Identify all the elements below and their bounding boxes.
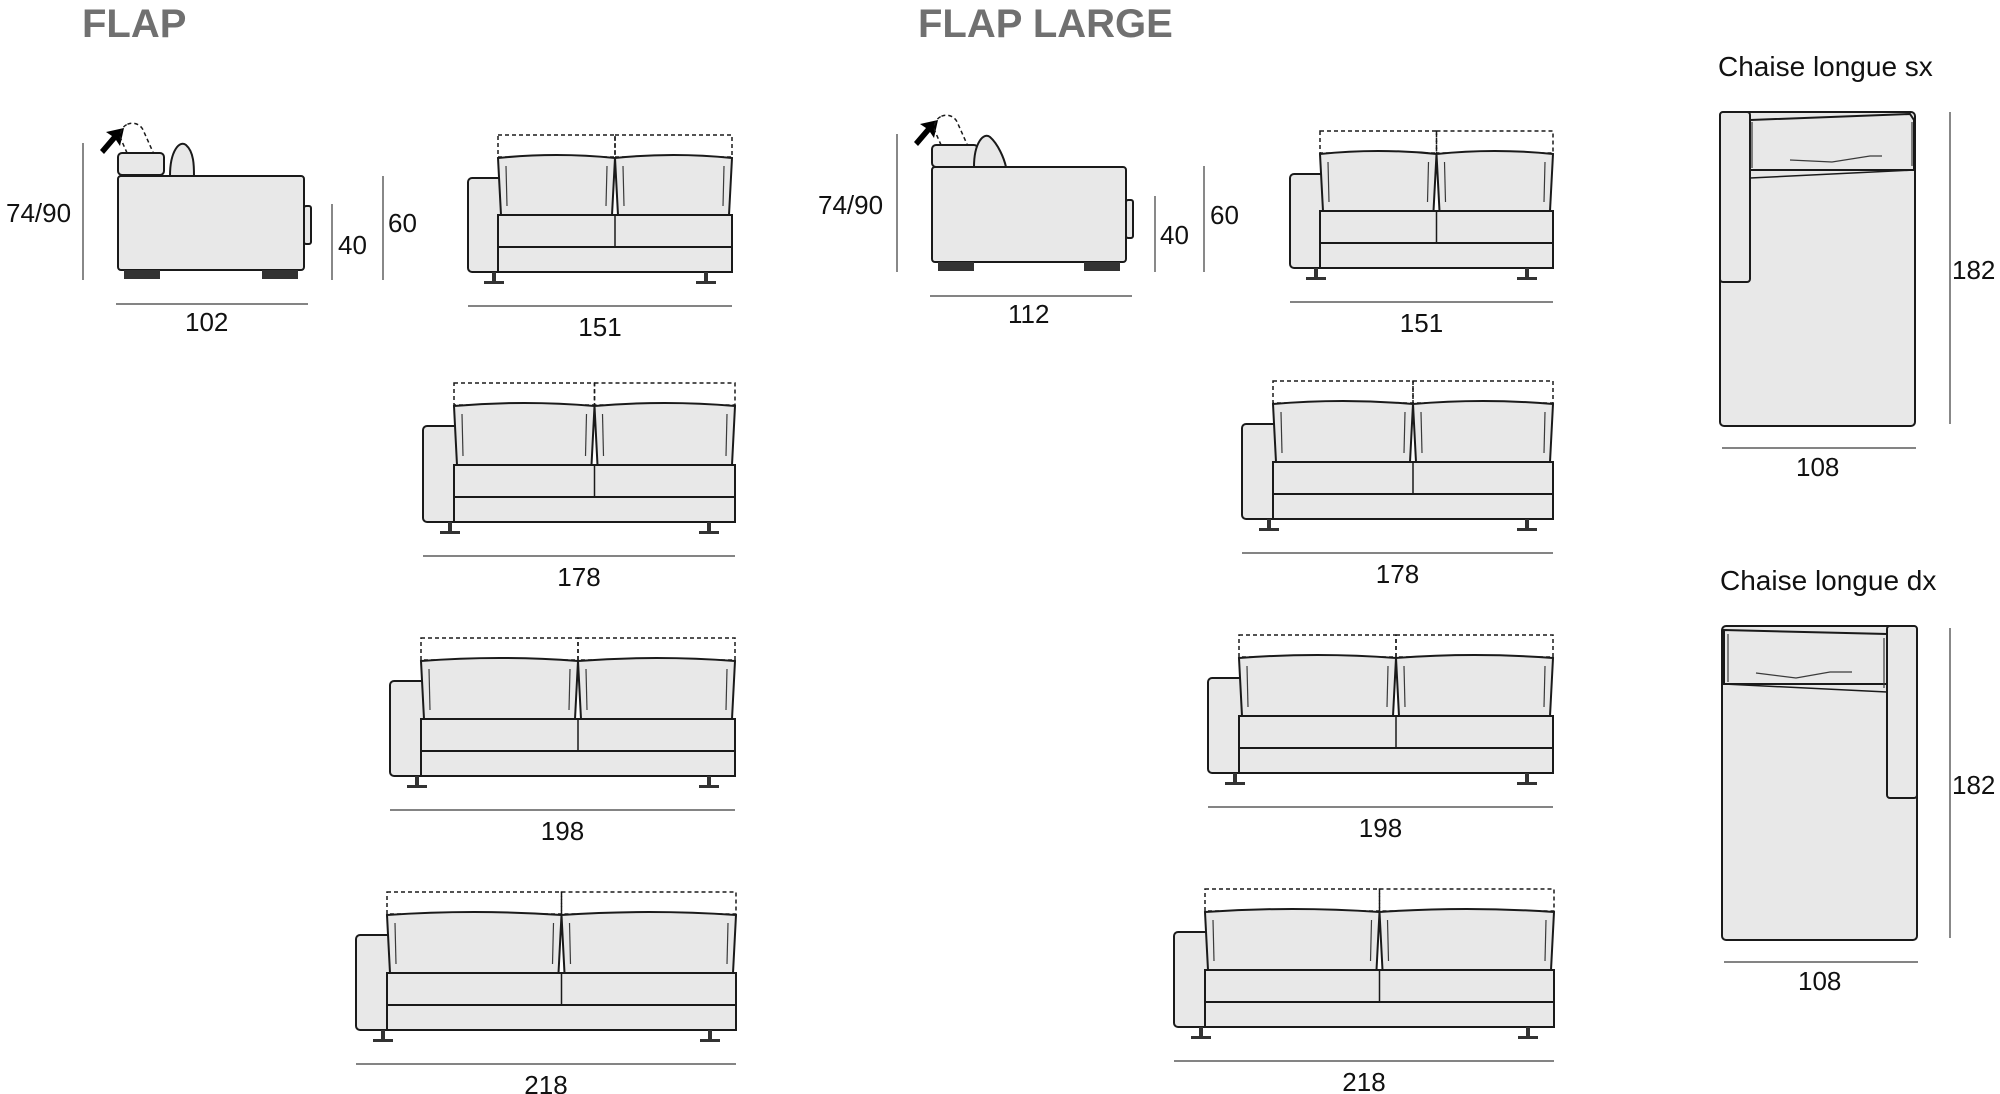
sofa-width-label: 151 [578,312,621,342]
chaise-dx-title: Chaise longue dx [1720,565,1936,596]
sofa-width-label: 178 [557,562,600,592]
chaise-dx-view: 182 108 [1721,625,1995,996]
flap-height-label: 74/90 [6,198,71,228]
sofa-width-label: 218 [524,1070,567,1094]
flap-large-height-label: 74/90 [818,190,883,220]
flap-seat-height-label: 40 [338,230,367,260]
flap-large-side-view: 74/90 40 60 112 [818,114,1239,329]
flap-large-arm-height-label: 60 [1210,200,1239,230]
sofa-width-label: 198 [1359,813,1402,843]
flap-depth-label: 102 [185,307,228,337]
recline-arrow-icon [100,128,124,154]
flap-side-view: 74/90 40 60 102 [6,122,417,337]
front-views: 151 178 198 218 151 178 198 218 [355,130,1556,1094]
recline-arrow-icon [914,120,938,146]
chaise-sx-view: 182 108 [1719,111,1995,482]
chaise-sx-width-label: 108 [1796,452,1839,482]
sofa-front-view: 218 [355,891,738,1094]
sofa-width-label: 198 [541,816,584,846]
chaise-sx-length-label: 182 [1952,255,1995,285]
sofa-width-label: 151 [1400,308,1443,338]
sofa-width-label: 218 [1342,1067,1385,1094]
flap-title: FLAP [82,2,186,46]
flap-large-title: FLAP LARGE [918,2,1173,46]
sofa-width-label: 178 [1376,559,1419,589]
chaise-dx-width-label: 108 [1798,966,1841,996]
sofa-front-view: 178 [1241,380,1555,589]
sofa-front-view: 218 [1173,888,1556,1094]
sofa-front-view: 178 [422,382,737,592]
flap-large-seat-height-label: 40 [1160,220,1189,250]
flap-large-depth-label: 112 [1008,299,1049,329]
sofa-front-view: 198 [389,637,737,846]
flap-arm-height-label: 60 [388,208,417,238]
chaise-dx-length-label: 182 [1952,770,1995,800]
chaise-sx-title: Chaise longue sx [1718,51,1933,82]
sofa-front-view: 198 [1207,634,1555,843]
sofa-front-view: 151 [1289,130,1555,338]
sofa-front-view: 151 [467,134,734,342]
